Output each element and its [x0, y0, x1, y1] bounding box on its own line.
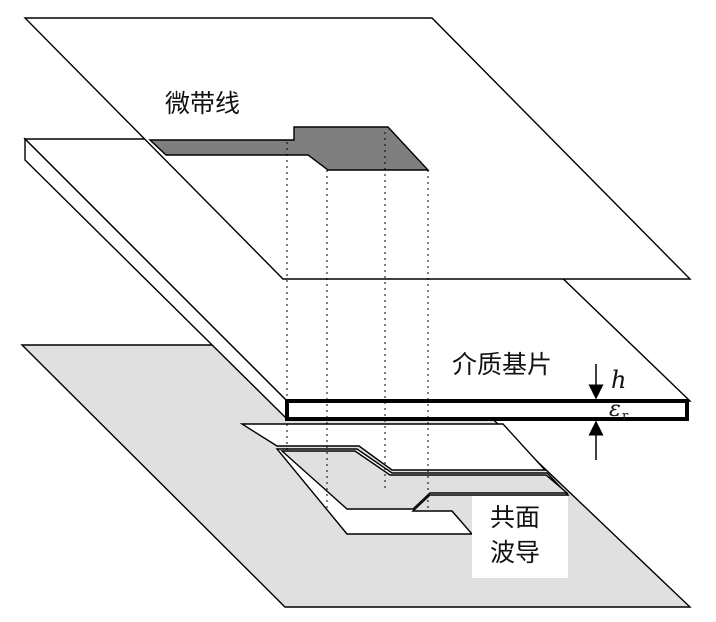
permittivity-symbol: ε — [609, 397, 621, 422]
microstrip-label: 微带线 — [165, 89, 240, 118]
substrate-label-box — [448, 344, 566, 382]
cpw-center-conductor — [280, 450, 569, 510]
microstrip-layer: 微带线 — [23, 17, 692, 280]
permittivity-subscript: r — [622, 409, 629, 424]
substrate-label: 介质基片 — [452, 350, 552, 379]
cpw-layer: 共面 波导 — [20, 344, 692, 608]
cpw-upper-slot — [239, 423, 547, 471]
substrate-front-edge — [285, 399, 689, 421]
thickness-symbol: h — [611, 366, 626, 394]
cpw-label-box — [472, 496, 568, 578]
cpw-label-line2: 波导 — [490, 538, 540, 567]
cpw-label-line1: 共面 — [490, 503, 540, 532]
alignment-lines — [286, 132, 429, 509]
